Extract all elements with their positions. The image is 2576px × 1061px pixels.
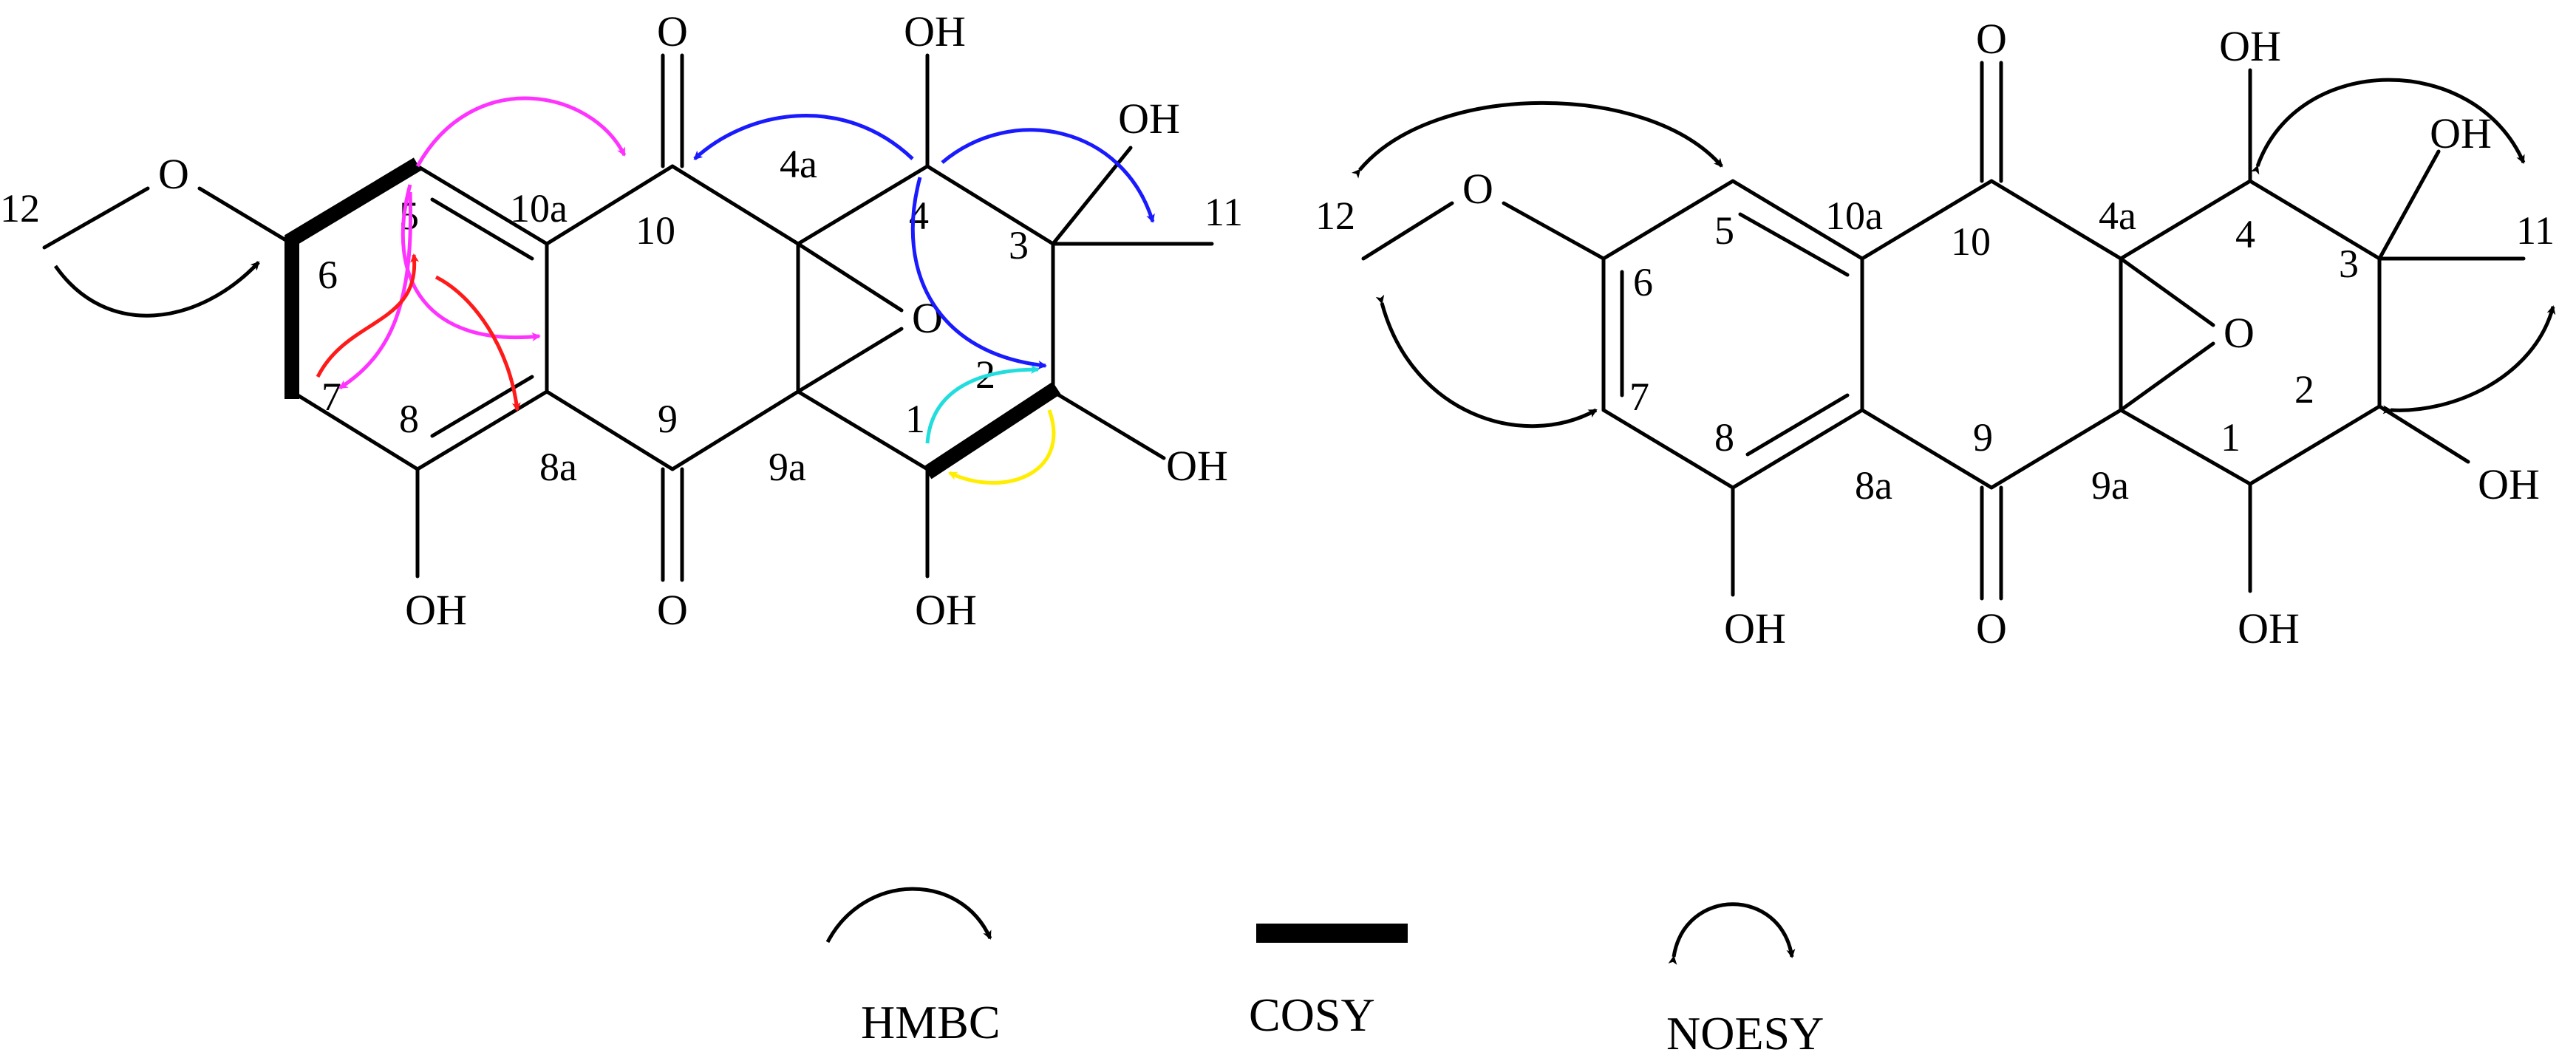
hmbc-legend-arrow <box>825 887 992 944</box>
atom-number: 3 <box>2339 242 2359 286</box>
atom-number: 8 <box>1714 415 1734 460</box>
cosy-legend-bar <box>1256 924 1408 943</box>
atom-number: 12 <box>0 186 40 231</box>
atom-label: OH <box>1118 95 1180 143</box>
atom-label: O <box>2224 309 2255 357</box>
atom-label: OH <box>1724 604 1786 652</box>
noesy-arrow <box>2382 305 2556 414</box>
noesy-arrow <box>2250 78 2526 175</box>
atom-number: 5 <box>1714 208 1734 253</box>
atom-label: O <box>1976 604 2007 652</box>
atom-number: 2 <box>2294 367 2314 412</box>
atom-number: 8a <box>1855 463 1892 508</box>
atom-number: 9 <box>658 397 678 441</box>
atom-label: OH <box>405 586 467 634</box>
hmbc-arrow <box>415 96 627 168</box>
legend-cosy: COSY <box>1249 924 1408 1041</box>
noesy-arrow <box>1375 294 1598 429</box>
molecule-left: O OH OH O O OH OH O OH 12 10a 10 4a 4 3 … <box>0 7 1243 634</box>
hmbc-arrow <box>401 184 541 341</box>
atom-numbers-left: 12 10a 10 4a 4 3 11 5 6 7 8 8a 9 9a 1 2 <box>0 142 1243 489</box>
noesy-legend-arrow <box>1668 902 1796 965</box>
atom-labels-right: O OH OH O O OH OH O OH <box>1462 15 2540 652</box>
hmbc-arrow <box>316 253 420 378</box>
atom-label: O <box>158 150 189 198</box>
atom-label: OH <box>1166 442 1228 490</box>
atom-label: OH <box>2430 109 2492 157</box>
hmbc-arrow <box>338 191 413 390</box>
atom-number: 4 <box>2235 212 2255 256</box>
atom-number: 9 <box>1973 415 1993 460</box>
noesy-arrows-right <box>1351 78 2556 429</box>
legend-label-hmbc: HMBC <box>861 996 1001 1048</box>
legend: HMBC COSY NOESY <box>825 887 1824 1060</box>
atom-number: 10a <box>1825 194 1883 238</box>
atom-number: 10a <box>510 186 568 231</box>
cosy-bonds-left <box>284 157 1061 480</box>
atom-label: OH <box>2478 460 2540 508</box>
legend-label-noesy: NOESY <box>1666 1007 1824 1060</box>
hmbc-arrow <box>53 261 260 318</box>
atom-number: 10 <box>636 208 675 253</box>
molecule-right: O OH OH O O OH OH O OH 12 5 10a 10 4a 4 … <box>1315 15 2556 652</box>
atom-number: 7 <box>1629 375 1649 419</box>
hmbc-arrow <box>925 365 1040 444</box>
atom-number: 7 <box>321 375 341 419</box>
legend-hmbc: HMBC <box>825 887 1001 1048</box>
atom-number: 8a <box>539 445 577 489</box>
atom-number: 6 <box>1633 260 1653 304</box>
hmbc-arrow <box>941 128 1155 223</box>
hmbc-arrows-left <box>53 96 1155 485</box>
noesy-arrow <box>1351 100 1723 179</box>
atom-label: OH <box>915 586 977 634</box>
atom-number: 3 <box>1009 223 1029 267</box>
atom-number: 1 <box>905 397 925 441</box>
atom-number: 4a <box>780 142 817 186</box>
legend-noesy: NOESY <box>1666 902 1824 1060</box>
atom-label: O <box>912 294 943 342</box>
hmbc-arrow <box>948 409 1056 485</box>
atom-label: O <box>657 586 688 634</box>
atom-label: OH <box>2219 22 2281 70</box>
atom-number: 11 <box>2516 208 2555 253</box>
atom-label: OH <box>2238 604 2300 652</box>
atom-label: OH <box>904 7 966 55</box>
atom-number: 9a <box>2091 463 2129 508</box>
atom-number: 10 <box>1951 219 1991 264</box>
atom-number: 1 <box>2221 415 2241 460</box>
bonds-left <box>42 53 1214 582</box>
legend-label-cosy: COSY <box>1249 989 1375 1041</box>
hmbc-arrow <box>910 177 1047 369</box>
atom-label: O <box>657 7 688 55</box>
atom-number: 8 <box>399 397 419 441</box>
hmbc-arrow <box>693 114 914 160</box>
atom-labels-left: O OH OH O O OH OH O OH <box>158 7 1228 634</box>
atom-number: 6 <box>318 253 338 297</box>
atom-number: 12 <box>1315 194 1355 238</box>
atom-label: O <box>1976 15 2007 63</box>
atom-label: O <box>1462 165 1493 213</box>
atom-number: 11 <box>1204 190 1243 234</box>
bonds-right <box>1361 61 2526 601</box>
atom-number: 4a <box>2099 194 2136 238</box>
atom-number: 9a <box>769 445 806 489</box>
hmbc-arrow <box>435 275 521 412</box>
atom-numbers-right: 12 5 10a 10 4a 4 3 11 6 7 8 8a 9 9a 1 2 <box>1315 194 2555 508</box>
